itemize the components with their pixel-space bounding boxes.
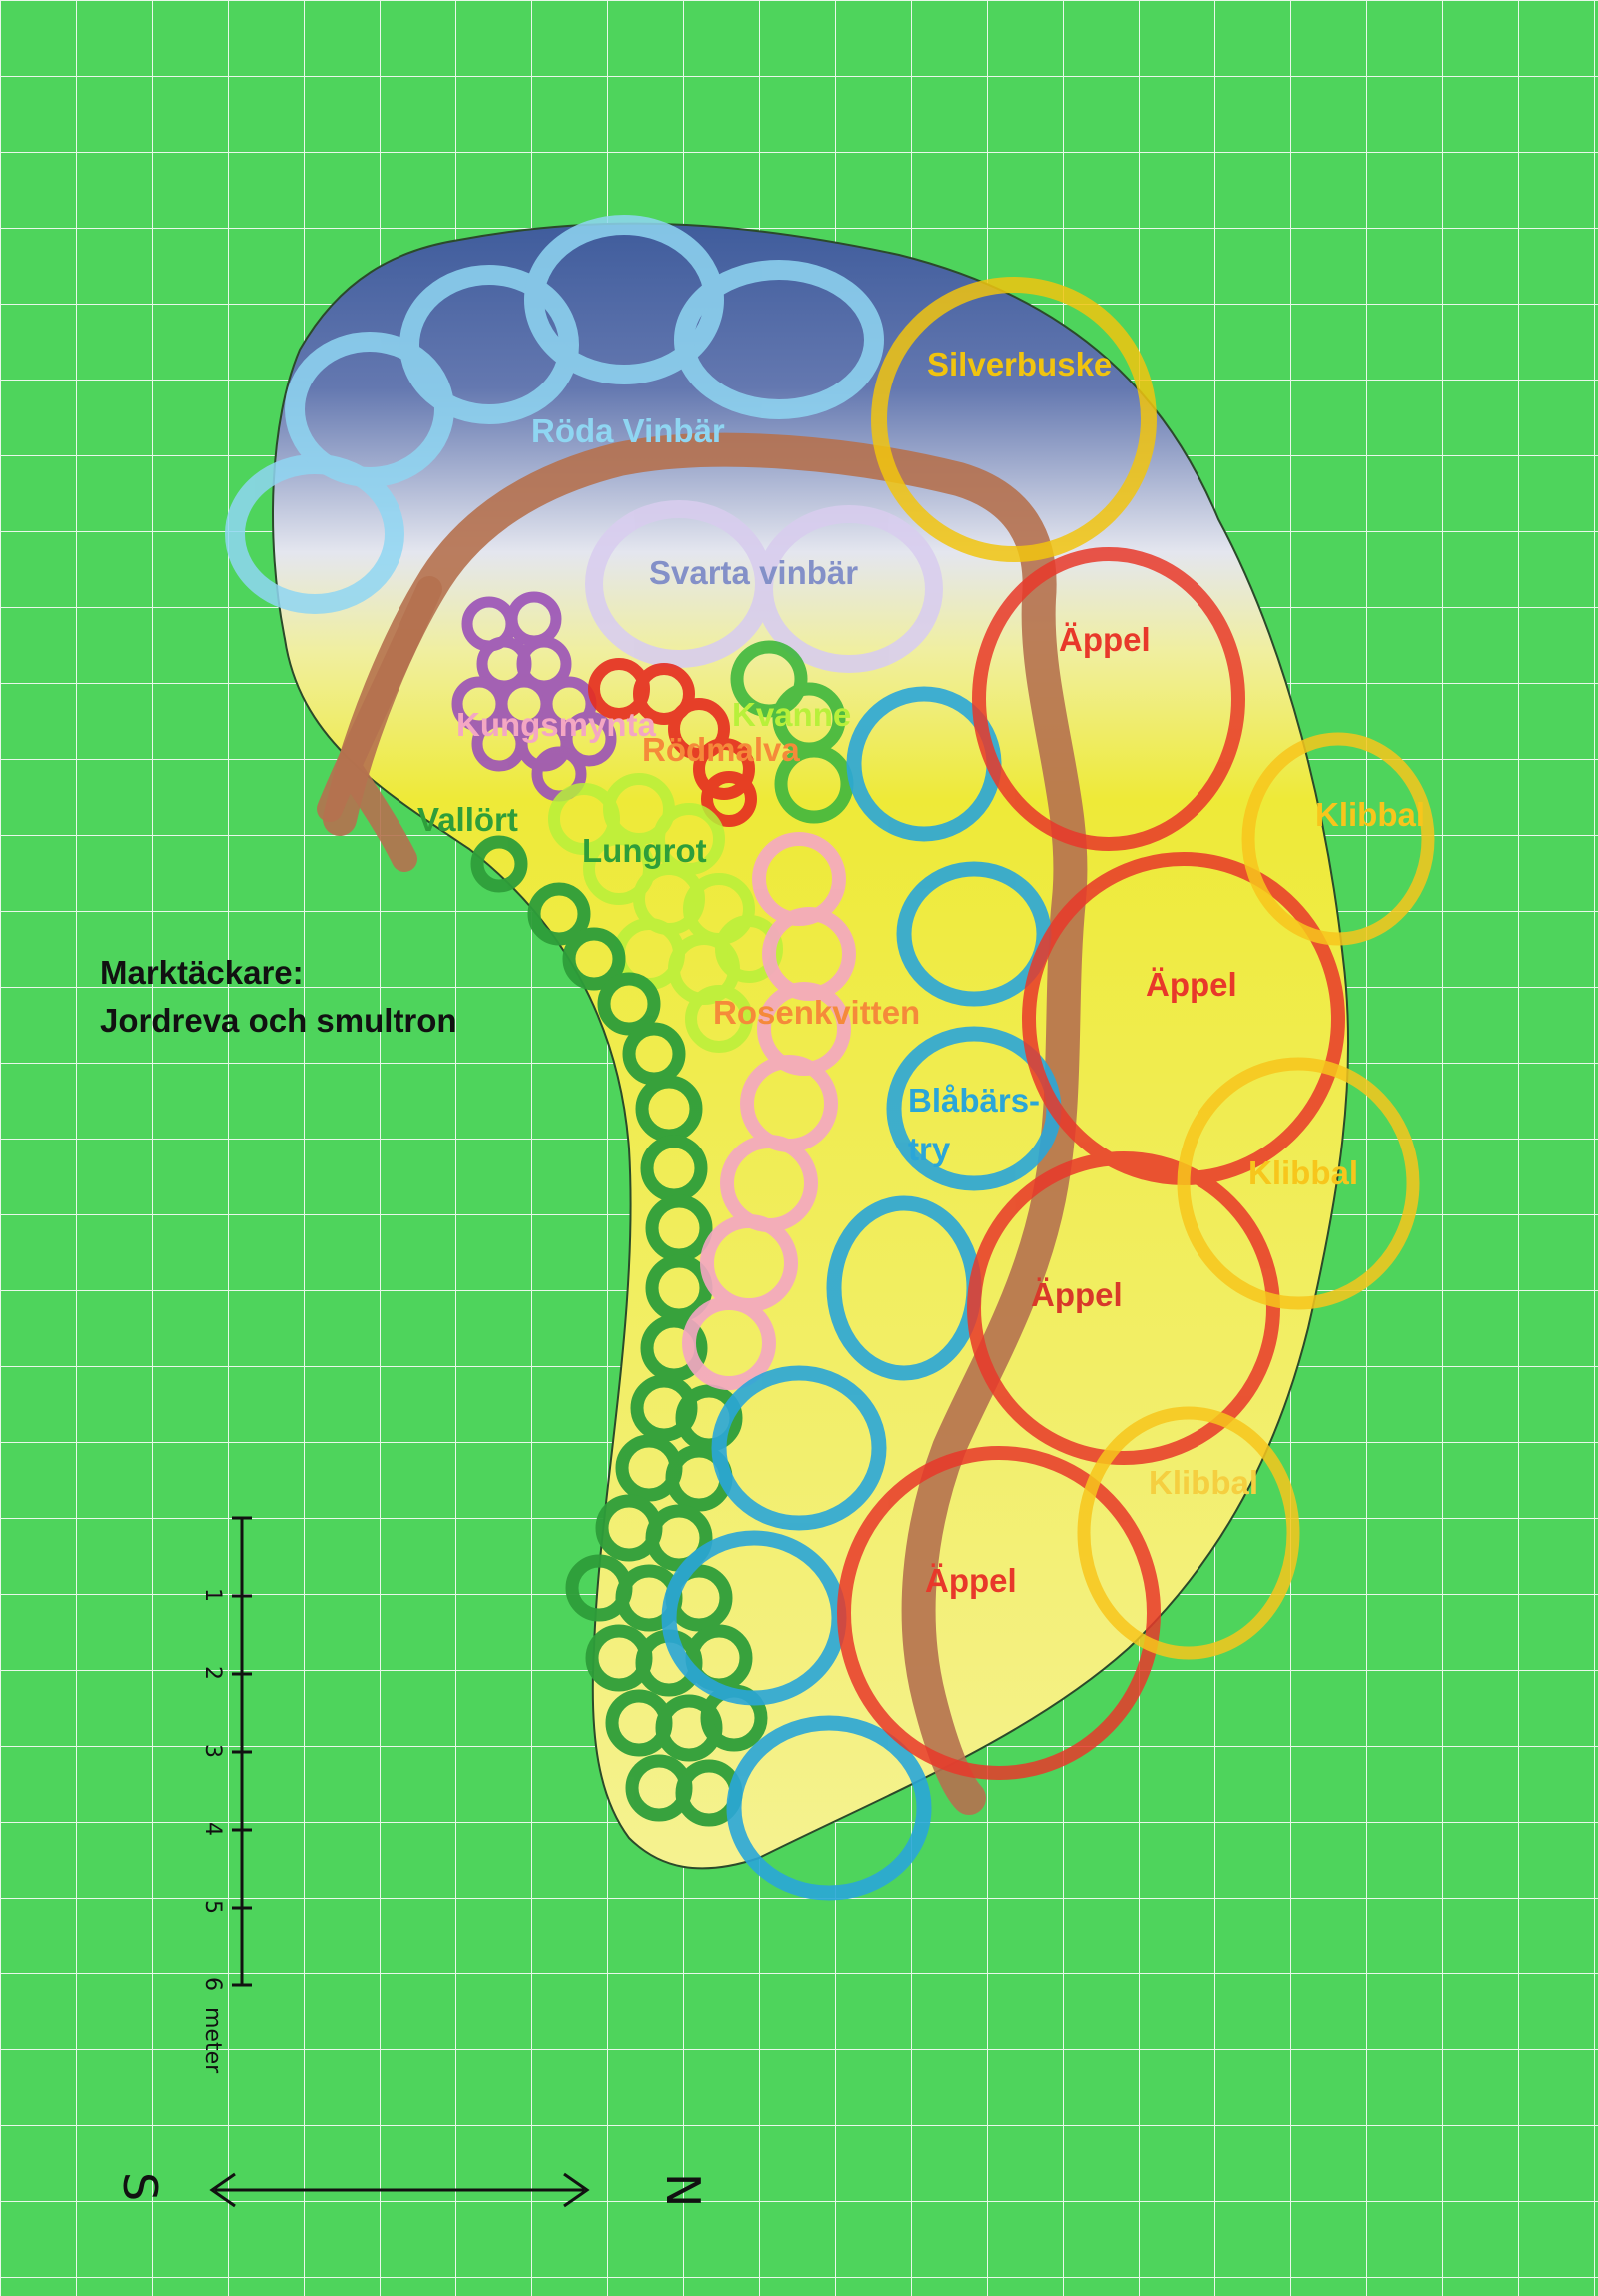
garden-path: [323, 432, 1088, 1815]
label-klibbal-1: Klibbal: [1315, 796, 1425, 833]
label-klibbal-2: Klibbal: [1248, 1154, 1358, 1191]
appel-tree: [967, 1151, 1280, 1465]
scale-label-5: 5: [200, 1900, 225, 1913]
kungsmynta-plant: [561, 711, 617, 767]
label-lungrot: Lungrot: [582, 832, 707, 869]
rodmalva-plant: [701, 771, 757, 827]
appel-tree: [972, 547, 1245, 851]
scale-unit: meter: [200, 2007, 225, 2074]
lungrot-plant: [603, 773, 675, 845]
vallort-plant: [470, 835, 528, 893]
lungrot-plant: [583, 833, 655, 905]
scale-label-4: 4: [200, 1822, 225, 1836]
label-appel-4: Äppel: [925, 1562, 1017, 1599]
silverbuske-shrub: [871, 277, 1157, 562]
groundcover-text: Jordreva och smultron: [100, 1002, 457, 1039]
klibbal-tree: [1077, 1406, 1300, 1660]
scale-label-2: 2: [200, 1666, 225, 1680]
kvanne-plant: [774, 744, 854, 824]
garden-path-fork: [317, 576, 442, 872]
klibbal-tree: [1177, 1057, 1420, 1310]
compass-arrow: [209, 2172, 590, 2208]
label-rosenkvitten: Rosenkvitten: [713, 994, 920, 1031]
vallort-plant: [597, 972, 661, 1036]
rosenkvitten-shrub: [682, 1296, 776, 1390]
vallort-plant: [562, 927, 626, 991]
label-silverbuske: Silverbuske: [927, 346, 1112, 383]
label-appel-3: Äppel: [1031, 1276, 1123, 1313]
scale-labels: 1 2 3 4 5 6 meter: [200, 1588, 225, 2074]
blabarstry-shrub: [711, 1365, 887, 1531]
appel-group: [837, 547, 1345, 1780]
blabarstry-shrub: [896, 861, 1052, 1007]
compass-south: S: [113, 2172, 167, 2201]
label-appel-1: Äppel: [1059, 621, 1151, 658]
lungrot-plant: [653, 803, 725, 875]
compass-head-left: [209, 2172, 236, 2208]
svarta-vinbar-shrub: [755, 505, 943, 673]
vallort-plant: [645, 1504, 713, 1572]
label-rodmalva: Rödmalva: [642, 731, 800, 768]
lungrot-group: [548, 773, 783, 1053]
compass-head-right: [563, 2172, 590, 2208]
lungrot-plant: [685, 985, 753, 1053]
lungrot-plant: [715, 915, 783, 983]
label-vallort: Vallört: [417, 801, 518, 838]
scale-label-1: 1: [200, 1588, 225, 1602]
label-kungsmynta: Kungsmynta: [456, 706, 657, 743]
klibbal-tree: [1241, 732, 1435, 946]
scale-label-6: 6: [200, 1977, 225, 1991]
label-svarta-vinbar: Svarta vinbär: [649, 554, 858, 591]
rosenkvitten-group: [682, 832, 856, 1390]
compass-north: N: [656, 2173, 710, 2207]
rodmalva-group: [588, 658, 757, 827]
roda-vinbar-shrub: [674, 260, 884, 419]
roda-vinbar-group: [225, 215, 884, 614]
vallort-plant: [675, 1384, 743, 1452]
roda-vinbar-shrub: [400, 265, 579, 424]
appel-tree: [837, 1446, 1161, 1780]
scale-bar: [232, 1516, 252, 1987]
vallort-plant: [622, 1022, 686, 1086]
label-roda-vinbar: Röda Vinbär: [531, 412, 725, 449]
vallort-group: [470, 835, 768, 1827]
vallort-plant: [527, 882, 591, 946]
label-blabarstry-line1: Blåbärs-: [908, 1082, 1040, 1119]
blabarstry-shrub: [726, 1715, 932, 1901]
rodmalva-plant: [693, 738, 755, 800]
groundcover-heading: Marktäckare:: [100, 954, 304, 991]
rodmalva-plant: [633, 663, 695, 725]
klibbal-group: [1077, 732, 1435, 1660]
label-klibbal-3: Klibbal: [1149, 1464, 1258, 1501]
label-kvanne: Kvanne: [732, 696, 851, 733]
label-blabarstry-line2: try: [908, 1131, 951, 1167]
kvanne-group: [730, 640, 854, 824]
scale-label-3: 3: [200, 1744, 225, 1758]
label-appel-2: Äppel: [1146, 966, 1237, 1003]
svarta-vinbar-group: [585, 500, 943, 673]
vallort-plant: [640, 1314, 708, 1382]
kvanne-plant: [730, 640, 808, 718]
blabarstry-group: [661, 686, 1062, 1901]
